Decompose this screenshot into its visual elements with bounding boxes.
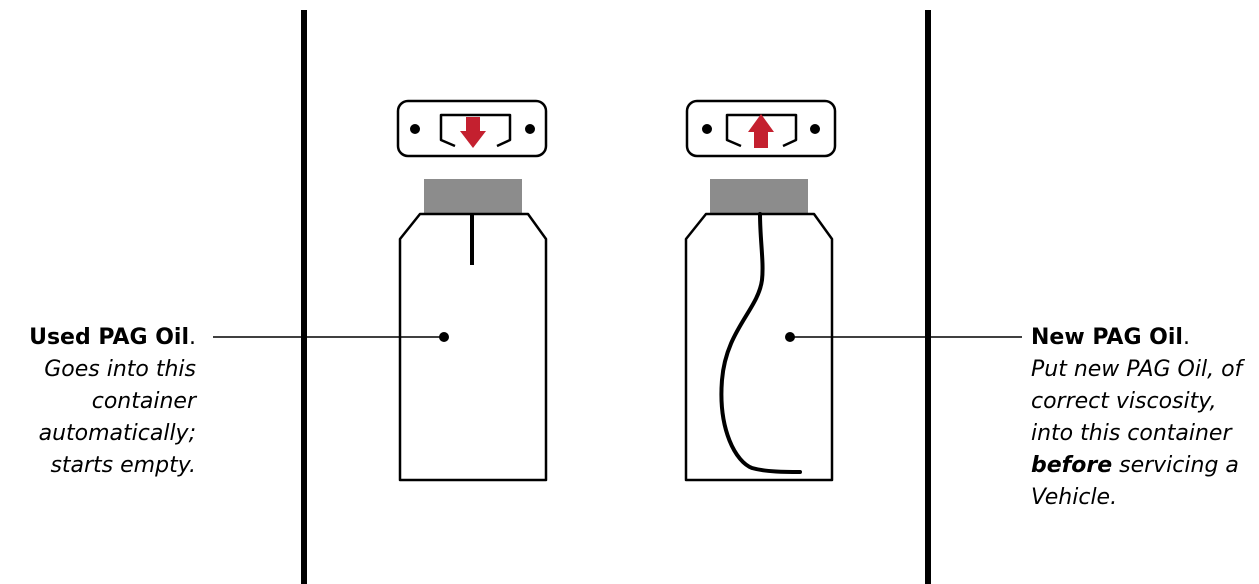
used-oil-title: Used PAG Oil: [29, 325, 189, 350]
connector-dot-icon: [525, 124, 535, 134]
coupling-icon: [439, 113, 512, 148]
new-oil-dip-tube: [719, 212, 802, 474]
used-oil-bottle: [398, 212, 548, 482]
connector-dot-icon: [410, 124, 420, 134]
new-oil-description-after: servicing a Vehicle.: [1031, 453, 1239, 510]
used-oil-container: [213, 99, 548, 482]
used-oil-connector-panel: [396, 99, 548, 158]
new-oil-description-emphasis: before: [1031, 453, 1113, 478]
used-oil-cap: [424, 179, 522, 214]
down-arrow-icon: [460, 117, 486, 148]
used-oil-title-suffix: .: [189, 325, 196, 350]
new-oil-container: [684, 99, 1022, 482]
new-oil-title-suffix: .: [1182, 325, 1190, 350]
new-oil-description-before: Put new PAG Oil, of correct viscosity, i…: [1031, 357, 1243, 446]
new-oil-callout: New PAG Oil. Put new PAG Oil, of correct…: [1031, 322, 1257, 514]
new-oil-connector-panel: [685, 99, 837, 158]
used-oil-callout: Used PAG Oil. Goes into this container a…: [0, 322, 196, 482]
new-oil-description: Put new PAG Oil, of correct viscosity, i…: [1031, 354, 1257, 514]
new-oil-bottle: [684, 212, 834, 482]
new-oil-cap: [710, 179, 808, 214]
connector-dot-icon: [702, 124, 712, 134]
connector-dot-icon: [810, 124, 820, 134]
up-arrow-icon: [748, 114, 774, 148]
used-oil-description: Goes into this container automatically; …: [38, 357, 196, 478]
new-oil-title: New PAG Oil: [1031, 325, 1183, 350]
